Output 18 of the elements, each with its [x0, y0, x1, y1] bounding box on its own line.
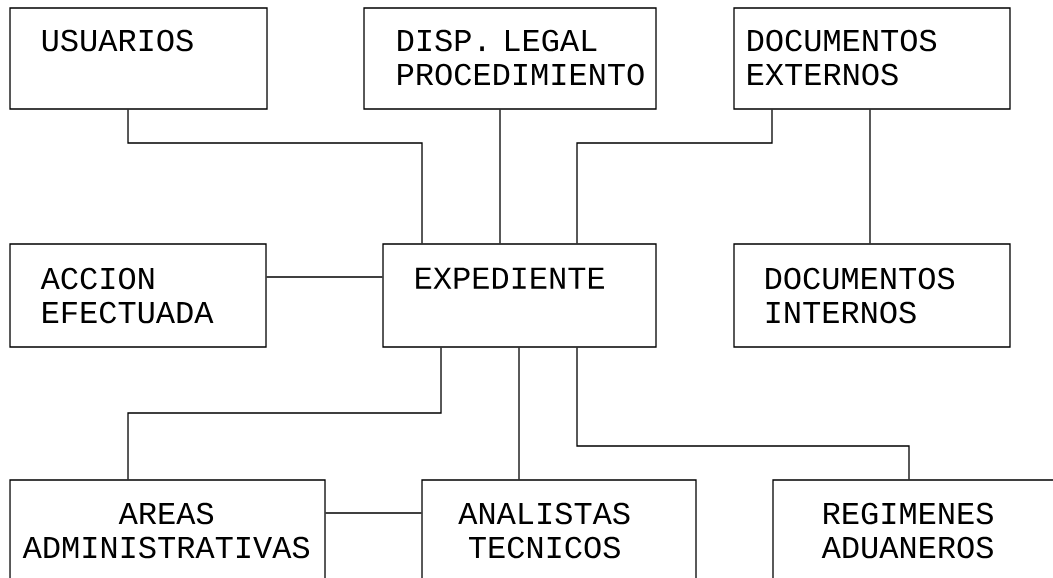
box: DISP. LEGAL PROCEDIMIENTO [363, 7, 657, 110]
box: DOCUMENTOS INTERNOS [733, 243, 1011, 348]
box: USUARIOS [9, 7, 268, 110]
connector-line [576, 347, 910, 480]
box: EXPEDIENTE [382, 243, 657, 348]
connector-line [869, 109, 871, 244]
connector-line [499, 109, 501, 244]
box: REGIMENES ADUANEROS [772, 479, 1053, 578]
connector-line [576, 109, 773, 244]
box: AREAS ADMINISTRATIVAS [9, 479, 326, 578]
connector-line [127, 109, 423, 244]
connector-line [325, 512, 422, 514]
box: DOCUMENTOS EXTERNOS [733, 7, 1011, 110]
connector-line [518, 347, 520, 480]
connector-line [127, 347, 442, 480]
connector-line [266, 276, 383, 278]
box: ACCION EFECTUADA [9, 243, 267, 348]
box: ANALISTAS TECNICOS [421, 479, 697, 578]
